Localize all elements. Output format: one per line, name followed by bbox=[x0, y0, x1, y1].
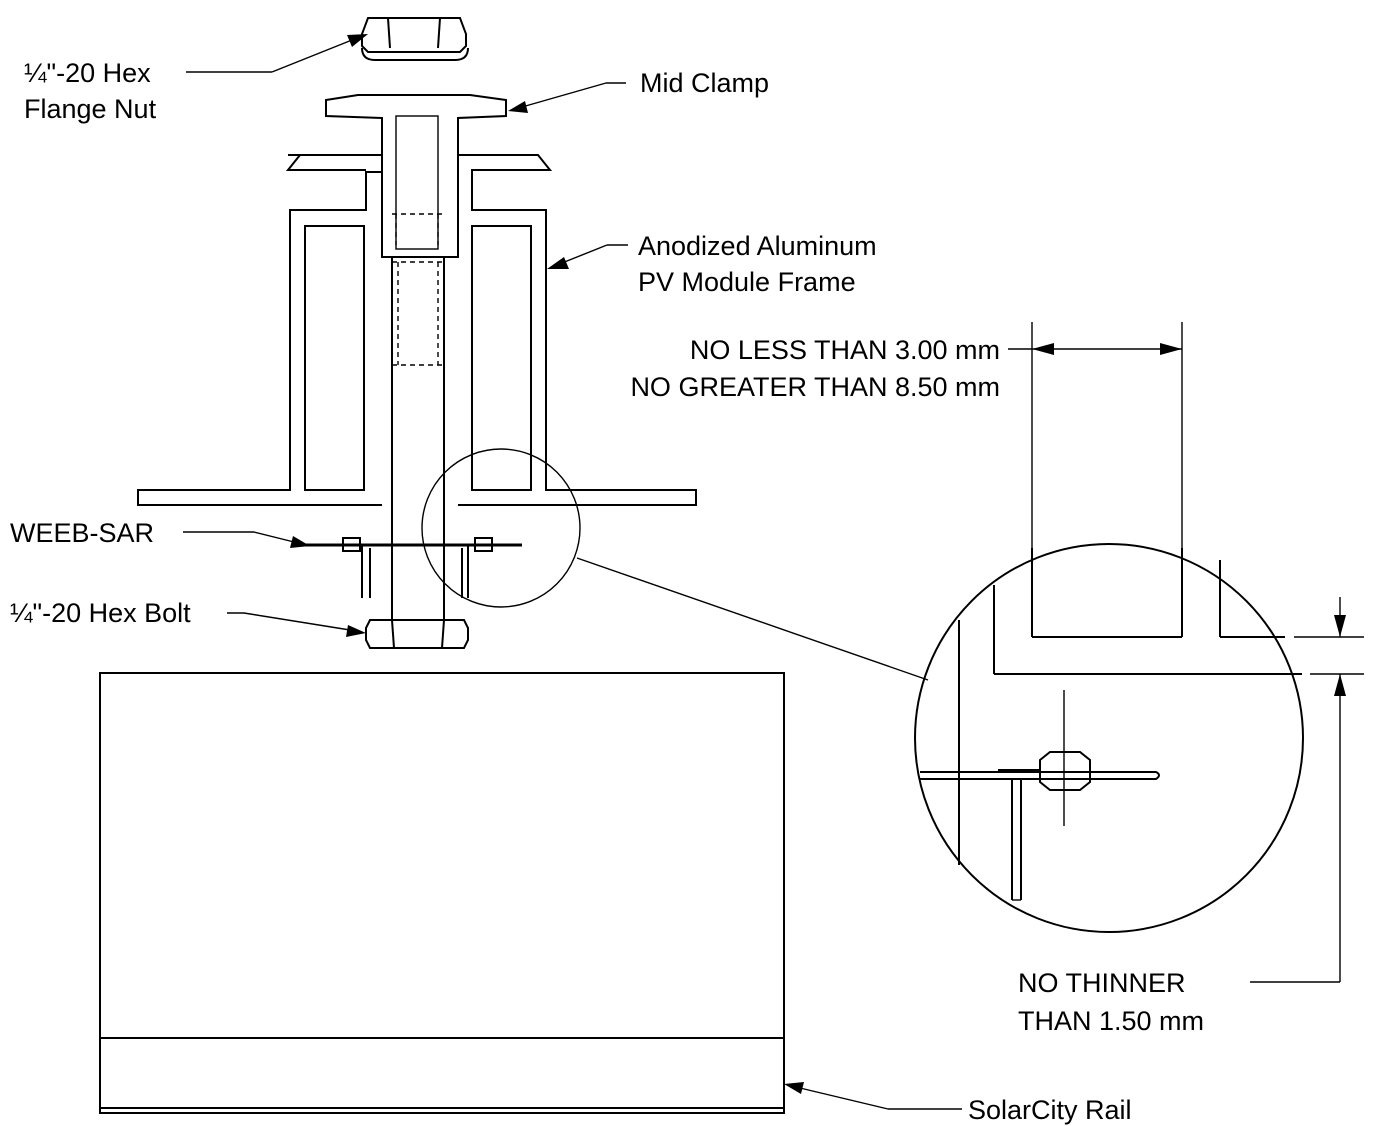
thickness-label-line2: THAN 1.50 mm bbox=[1018, 1006, 1204, 1036]
pv-module-frame-left bbox=[137, 154, 383, 506]
solarcity-rail bbox=[99, 672, 785, 1114]
rail-label: SolarCity Rail bbox=[968, 1095, 1132, 1125]
flange-nut-label-line2: Flange Nut bbox=[24, 94, 157, 124]
thickness-label-line1: NO THINNER bbox=[1018, 968, 1186, 998]
pv-module-frame-right bbox=[458, 154, 697, 506]
frame-label-line1: Anodized Aluminum bbox=[638, 231, 877, 261]
mid-clamp bbox=[325, 94, 507, 258]
gap-max-label: NO GREATER THAN 8.50 mm bbox=[630, 372, 1000, 402]
thickness-dimension bbox=[1250, 597, 1364, 983]
gap-dimension bbox=[1008, 322, 1183, 548]
magnified-detail-view bbox=[914, 543, 1304, 933]
label-thickness: NO THINNER THAN 1.50 mm bbox=[1018, 968, 1204, 1036]
mid-clamp-label: Mid Clamp bbox=[640, 68, 769, 98]
label-gap: NO LESS THAN 3.00 mm NO GREATER THAN 8.5… bbox=[630, 335, 1000, 402]
leader-lines bbox=[183, 34, 962, 1110]
weeb-sar bbox=[300, 537, 522, 598]
hex-bolt-label: ¼"-20 Hex Bolt bbox=[10, 598, 191, 628]
hex-bolt-head bbox=[365, 619, 469, 649]
label-frame: Anodized Aluminum PV Module Frame bbox=[638, 231, 877, 297]
gap-min-label: NO LESS THAN 3.00 mm bbox=[690, 335, 1000, 365]
detail-callout-circle bbox=[421, 448, 929, 681]
bolt-shank bbox=[391, 257, 445, 620]
flange-nut-label-line1: ¼"-20 Hex bbox=[24, 58, 151, 88]
hex-flange-nut bbox=[361, 17, 469, 61]
frame-label-line2: PV Module Frame bbox=[638, 267, 856, 297]
weeb-label: WEEB-SAR bbox=[10, 518, 154, 548]
label-flange-nut: ¼"-20 Hex Flange Nut bbox=[24, 58, 157, 124]
